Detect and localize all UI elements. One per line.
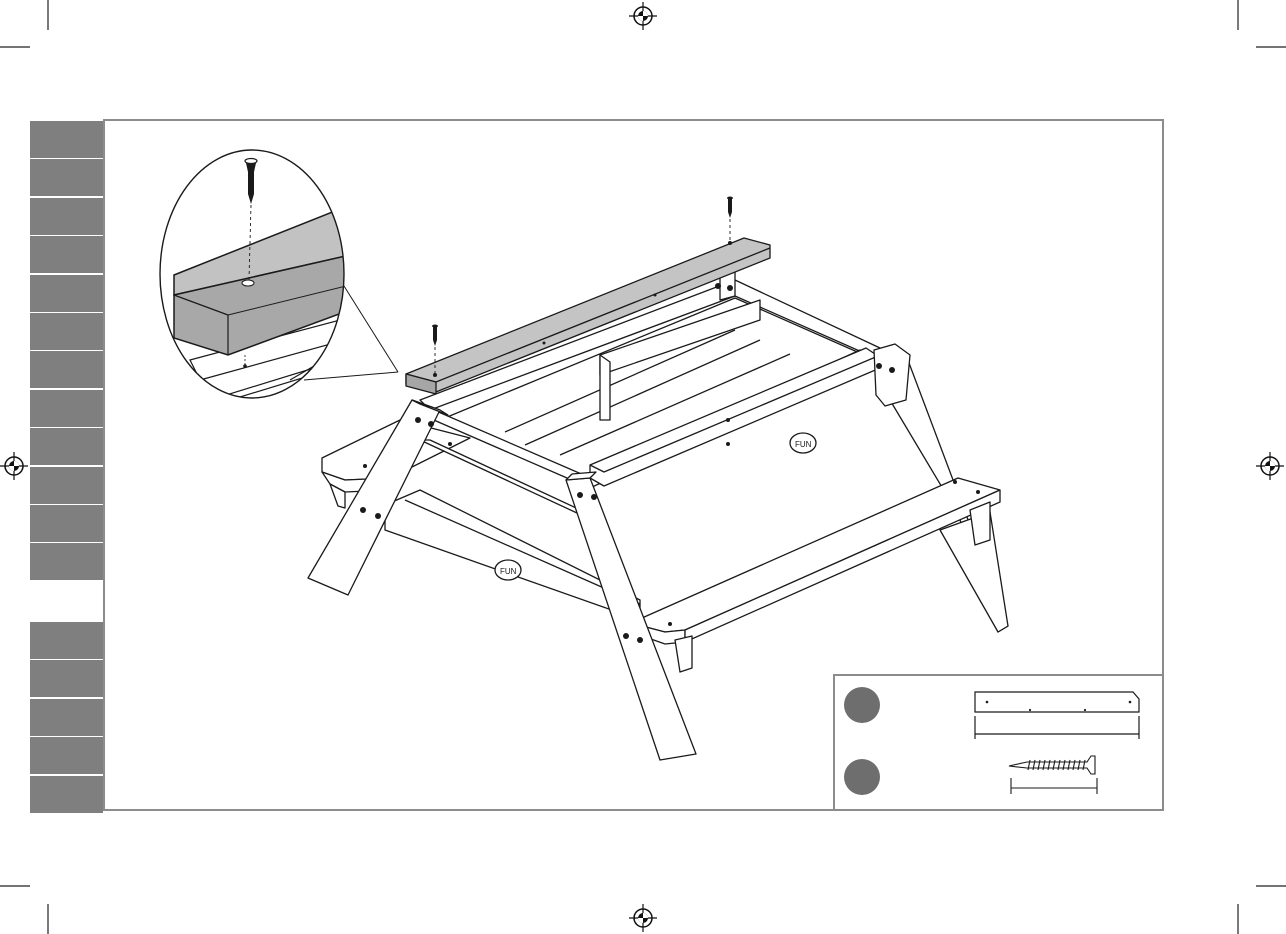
screw-icon [1009,756,1097,794]
detail-zoom-circle [160,150,398,400]
svg-text:FUN: FUN [795,440,812,449]
board-part-drawing [975,692,1139,739]
svg-text:FUN: FUN [500,567,517,576]
screw-icon [245,159,257,205]
parts-list-box [833,674,1164,811]
parts-drawings [835,676,1162,809]
